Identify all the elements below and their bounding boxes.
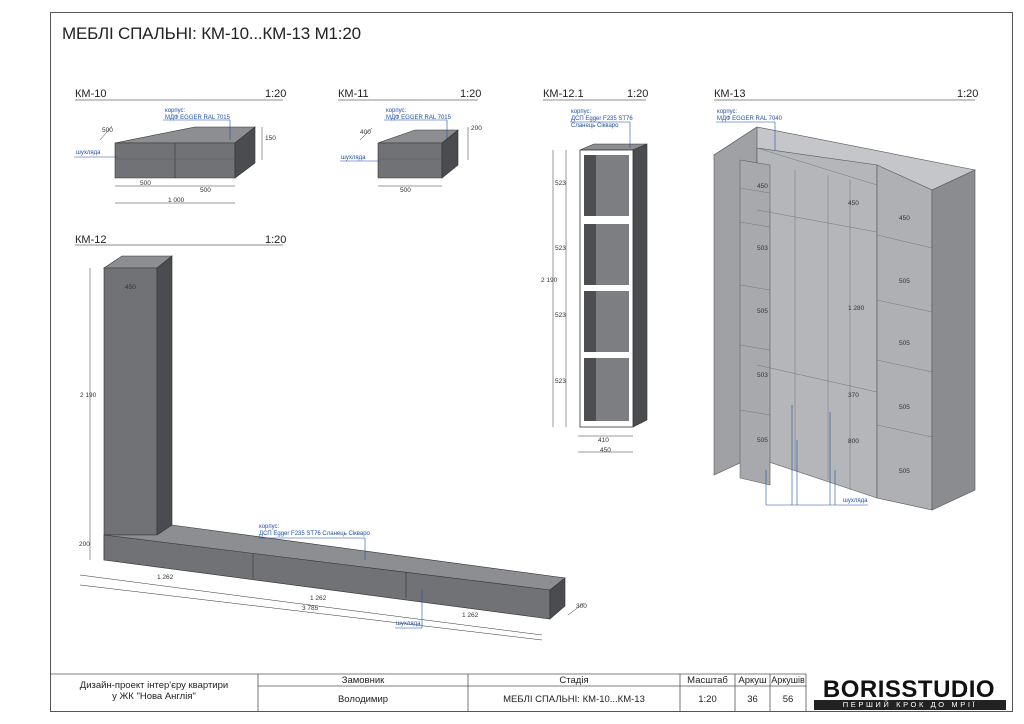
km10-drawing (74, 119, 263, 204)
scale-label: Масштаб (687, 675, 728, 686)
dim-label: 503 (757, 245, 768, 252)
km10-scale: 1:20 (265, 88, 287, 100)
km12-scale: 1:20 (265, 234, 287, 246)
dim-label: 450 (899, 215, 910, 222)
dim-label: 523 (555, 245, 566, 252)
note-material: ДСП Egger F235 ST76 (571, 116, 633, 122)
note-material: МДФ EGGER RAL 7015 (386, 115, 451, 121)
dim-label: 1 262 (462, 612, 479, 619)
note-material: МДФ EGGER RAL 7015 (165, 115, 230, 121)
dim-label: 500 (200, 187, 211, 194)
dim-label: 150 (265, 135, 276, 142)
dim-label: 1 000 (168, 197, 185, 204)
dim-label: 523 (555, 180, 566, 187)
km121-label: КМ-12.1 (543, 88, 584, 100)
sheets-label: Аркушів (771, 675, 805, 685)
scale-value: 1:20 (698, 694, 717, 705)
km10-label: КМ-10 (75, 88, 107, 100)
dim-label: 450 (757, 183, 768, 190)
logo-tagline: ПЕРШИЙ КРОК ДО МРІЇ (814, 700, 1006, 710)
km11-label: КМ-11 (338, 88, 369, 100)
km13-drawing (713, 121, 976, 511)
dim-label: 1 262 (157, 574, 174, 581)
dim-label: 1 262 (310, 595, 327, 602)
note-material: ДСП Egger F235 ST76 Сланець Сікваро (259, 531, 370, 537)
dim-label: 503 (757, 372, 768, 379)
km12-label: КМ-12 (75, 234, 107, 246)
dim-label: 450 (848, 200, 859, 207)
km121-note: корпус: ДСП Egger F235 ST76 Сланець Сікв… (571, 109, 633, 130)
dim-label: 410 (598, 437, 609, 444)
km12-note: корпус: ДСП Egger F235 ST76 Сланець Сікв… (259, 524, 370, 538)
km13-drawer-note: шухляда (843, 498, 868, 504)
dim-label: 505 (757, 437, 768, 444)
km12-drawing (79, 255, 585, 641)
project-name: Дизайн-проект інтер'єру квартири у ЖК "Н… (79, 680, 229, 702)
dim-label: 505 (899, 340, 910, 347)
client-label: Замовник (341, 675, 385, 686)
dim-label: 370 (848, 392, 859, 399)
dim-label: 523 (555, 378, 566, 385)
dim-label: 450 (600, 447, 611, 454)
logo-name: BORISSTUDIO (822, 676, 996, 703)
dim-label: 1 280 (848, 305, 865, 312)
dim-label: 2 190 (541, 277, 558, 284)
client-name: Володимир (337, 694, 389, 705)
title-block-lines (50, 673, 807, 712)
dim-label: 200 (79, 541, 90, 548)
km10-note: корпус: МДФ EGGER RAL 7015 (165, 108, 230, 122)
dim-label: 450 (125, 284, 136, 291)
dim-label: 505 (899, 468, 910, 475)
dim-label: 300 (576, 603, 587, 610)
km121-drawing (552, 121, 648, 453)
stage-value: МЕБЛІ СПАЛЬНІ: КМ-10...КМ-13 (503, 694, 645, 705)
dim-label: 505 (757, 308, 768, 315)
dim-label: 505 (899, 404, 910, 411)
sheet-number: 36 (747, 694, 758, 705)
sheet-title: МЕБЛІ СПАЛЬНІ: КМ-10...КМ-13 М1:20 (62, 24, 361, 43)
note-korpus: корпус: (259, 524, 280, 530)
stage-label: Стадія (559, 675, 589, 686)
km13-label: КМ-13 (714, 88, 746, 100)
dim-label: 523 (555, 312, 566, 319)
section-header-lines (75, 99, 975, 246)
dim-label: 500 (102, 127, 113, 134)
studio-logo: BORISSTUDIO ПЕРШИЙ КРОК ДО МРІЇ (806, 674, 1012, 711)
km10-drawer-note: шухляда (76, 150, 101, 156)
km13-note: корпус: МДФ EGGER RAL 7040 (717, 109, 782, 123)
km11-drawer-note: шухляда (341, 155, 366, 161)
dim-label: 500 (400, 187, 411, 194)
km11-note: корпус: МДФ EGGER RAL 7015 (386, 108, 451, 122)
km121-scale: 1:20 (627, 88, 649, 100)
note-korpus: корпус: (165, 108, 186, 114)
sheets-total: 56 (782, 694, 794, 705)
note-korpus: корпус: (386, 108, 407, 114)
note-korpus: корпус: (717, 109, 738, 115)
km13-scale: 1:20 (957, 88, 979, 100)
dim-label: 500 (140, 180, 151, 187)
dim-label: 800 (848, 438, 859, 445)
sheet-frame (50, 12, 1013, 712)
dim-label: 200 (471, 125, 482, 132)
dim-label: 505 (899, 278, 910, 285)
km12-drawer-note: шухляда (396, 621, 421, 627)
note-korpus: корпус: (571, 109, 592, 115)
km11-scale: 1:20 (460, 88, 482, 100)
dim-label: 3 785 (302, 605, 319, 612)
note-material: МДФ EGGER RAL 7040 (717, 116, 782, 122)
km11-drawing (340, 119, 469, 187)
dim-label: 400 (360, 129, 371, 136)
dim-label: 2 190 (80, 392, 97, 399)
sheet-label: Аркуш (738, 675, 767, 686)
note-finish: Сланець Сікваро (571, 123, 619, 129)
